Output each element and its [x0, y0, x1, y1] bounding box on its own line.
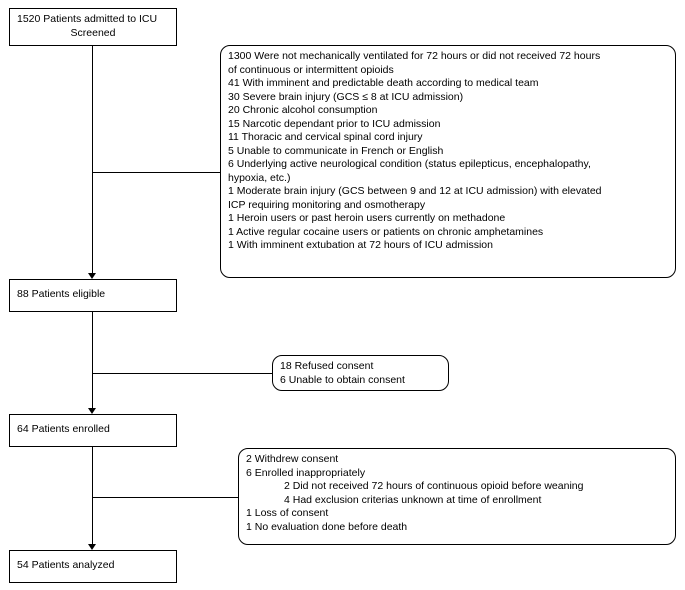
exclusion-1-line: of continuous or intermittent opioids: [228, 63, 394, 76]
exclusion-3-line: 1 No evaluation done before death: [246, 520, 408, 533]
connector-exclusions-3: [92, 497, 238, 499]
node-analyzed-line1: 54 Patients analyzed: [17, 559, 115, 571]
exclusion-1-line: 15 Narcotic dependant prior to ICU admis…: [228, 117, 441, 130]
node-enrolled: 64 Patients enrolled: [9, 414, 177, 447]
exclusion-1-line: 30 Severe brain injury (GCS ≤ 8 at ICU a…: [228, 90, 464, 103]
exclusion-1-line: 1 Active regular cocaine users or patien…: [228, 225, 544, 238]
node-eligible-text: 88 Patients eligible: [10, 280, 176, 306]
node-screened-text: 1520 Patients admitted to ICU Screened: [10, 9, 176, 44]
exclusion-1-line: 11 Thoracic and cervical spinal cord inj…: [228, 131, 423, 143]
exclusion-1-line: 1 Moderate brain injury (GCS between 9 a…: [228, 185, 602, 197]
connector-eligible-to-enrolled: [92, 312, 94, 411]
node-analyzed-text: 54 Patients analyzed: [10, 551, 176, 577]
exclusion-3-line: 4 Had exclusion criterias unknown at tim…: [284, 493, 542, 506]
connector-enrolled-to-analyzed: [92, 447, 94, 546]
node-eligible-line1: 88 Patients eligible: [17, 288, 106, 300]
node-eligible: 88 Patients eligible: [9, 279, 177, 312]
exclusion-3-line: 2 Did not received 72 hours of continuou…: [284, 480, 584, 492]
node-analyzed: 54 Patients analyzed: [9, 550, 177, 583]
exclusion-2-line: 6 Unable to obtain consent: [280, 373, 405, 386]
exclusion-1-line: hypoxia, etc.): [228, 171, 291, 184]
node-screened: 1520 Patients admitted to ICU Screened: [9, 8, 177, 46]
exclusion-3-line: 2 Withdrew consent: [246, 453, 339, 465]
exclusion-3-line: 1 Loss of consent: [246, 507, 329, 519]
exclusion-1-line: 20 Chronic alcohol consumption: [228, 104, 378, 116]
node-screened-line2: Screened: [70, 26, 116, 39]
exclusion-1-line: 5 Unable to communicate in French or Eng…: [228, 144, 444, 157]
connector-exclusions-1: [92, 172, 220, 174]
arrow-analyzed: [88, 544, 96, 550]
exclusion-1-line: ICP requiring monitoring and osmotherapy: [228, 198, 426, 211]
exclusions-box-1-list: 1300 Were not mechanically ventilated fo…: [221, 46, 675, 257]
arrow-eligible: [88, 273, 96, 279]
exclusion-1-line: 1 With imminent extubation at 72 hours o…: [228, 239, 493, 251]
exclusion-1-line: 41 With imminent and predictable death a…: [228, 77, 539, 89]
exclusion-2-line: 18 Refused consent: [280, 360, 374, 372]
connector-screened-to-eligible: [92, 46, 94, 276]
node-enrolled-text: 64 Patients enrolled: [10, 415, 176, 441]
node-screened-line1: 1520 Patients admitted to ICU: [17, 13, 158, 25]
connector-exclusions-2: [92, 373, 272, 375]
exclusions-box-1: 1300 Were not mechanically ventilated fo…: [220, 45, 676, 278]
exclusion-3-line: 6 Enrolled inappropriately: [246, 466, 366, 479]
arrow-enrolled: [88, 408, 96, 414]
node-enrolled-line1: 64 Patients enrolled: [17, 423, 110, 435]
exclusion-1-line: 1300 Were not mechanically ventilated fo…: [228, 50, 601, 62]
exclusion-1-line: 6 Underlying active neurological conditi…: [228, 158, 591, 170]
exclusion-1-line: 1 Heroin users or past heroin users curr…: [228, 212, 506, 224]
